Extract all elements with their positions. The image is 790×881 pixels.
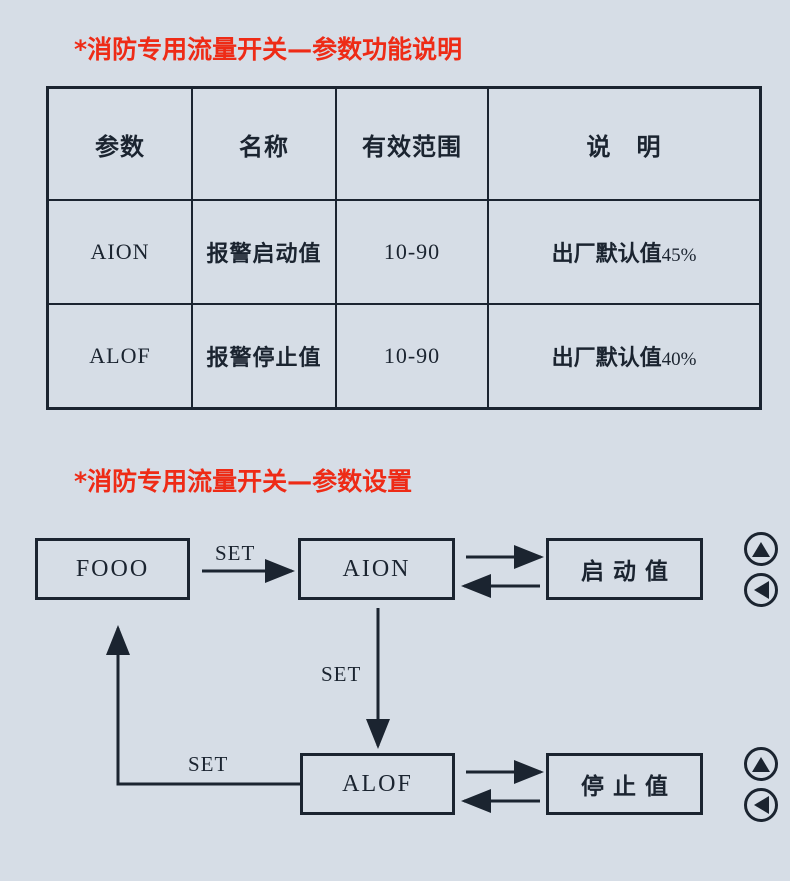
column-header-desc: 说 明 [487,86,762,201]
cell-name-alof: 报警停止值 [191,303,337,410]
table-row: AION 报警启动值 10-90 出厂默认值45% [46,199,762,305]
edge-label-set-fooo-aion: SET [215,541,256,565]
flow-node-alof[interactable]: ALOF [300,753,455,815]
table-header-row: 参数 名称 有效范围 说 明 [46,86,762,201]
left-button-start-value[interactable] [744,573,778,607]
cell-desc-aion-value: 45% [661,245,697,266]
up-button-start-value[interactable] [744,532,778,566]
triangle-up-icon [752,541,770,557]
cell-range-alof: 10-90 [335,303,489,410]
cell-desc-aion: 出厂默认值45% [487,199,762,305]
cell-param-aion: AION [46,199,193,305]
up-button-stop-value[interactable] [744,747,778,781]
left-button-stop-value[interactable] [744,788,778,822]
column-header-range: 有效范围 [335,86,489,201]
edge-label-set-alof-fooo: SET [188,752,229,776]
cell-desc-alof-value: 40% [661,349,697,370]
section-heading-parameter-function: *消防专用流量开关—参数功能说明 [74,35,463,64]
cell-name-aion: 报警启动值 [191,199,337,305]
flow-node-stop-value[interactable]: 停止值 [546,753,703,815]
parameter-function-table: 参数 名称 有效范围 说 明 AION 报警启动值 10-90 出厂默认值45%… [46,86,762,410]
edge-label-set-aion-alof: SET [321,662,362,686]
column-header-param: 参数 [46,86,193,201]
cell-param-alof: ALOF [46,303,193,410]
cell-desc-alof-text: 出厂默认值 [551,346,662,371]
table-row: ALOF 报警停止值 10-90 出厂默认值40% [46,303,762,410]
cell-range-aion: 10-90 [335,199,489,305]
flow-node-start-value[interactable]: 启动值 [546,538,703,600]
triangle-up-icon [752,756,770,772]
section-heading-parameter-setting: *消防专用流量开关—参数设置 [74,467,413,496]
flow-node-aion[interactable]: AION [298,538,455,600]
triangle-left-icon [753,796,769,814]
flow-node-fooo[interactable]: FOOO [35,538,190,600]
triangle-left-icon [753,581,769,599]
cell-desc-alof: 出厂默认值40% [487,303,762,410]
cell-desc-aion-text: 出厂默认值 [551,242,662,267]
parameter-setting-flow-diagram: FOOO AION 启动值 ALOF 停止值 SET SET SET [0,440,790,881]
column-header-name: 名称 [191,86,337,201]
